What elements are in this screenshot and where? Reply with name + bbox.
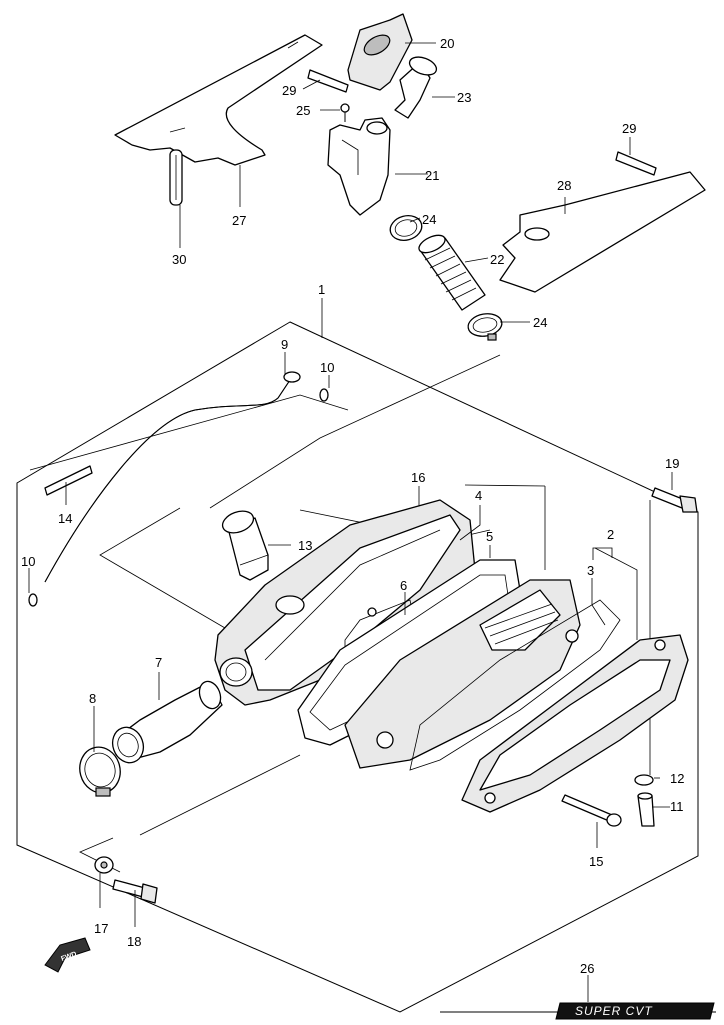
part-21-intake [327,117,391,216]
part-24-clamp-bottom [467,313,503,341]
label-part-11: 11 [670,799,684,814]
part-15-screw [561,794,622,827]
label-part-7: 7 [155,655,162,670]
part-26-decal: SUPER CVT [440,1002,716,1020]
label-part-24-bottom: 24 [533,315,547,330]
part-12-ring [634,774,654,786]
part-17-washer [94,856,114,874]
part-30-clip [169,149,183,206]
label-part-26: 26 [580,961,594,976]
part-3-ring [409,599,621,771]
part-22-bellows [418,234,486,311]
leader-lines [28,42,673,1002]
part-4-filter [344,579,581,769]
part-24-clamp-top [389,215,423,241]
label-part-20: 20 [440,36,454,51]
label-part-29-right: 29 [622,121,636,136]
part-19-bolt [651,487,698,513]
label-part-17: 17 [94,921,108,936]
part-14-strap [44,465,93,496]
part-2-cover [461,634,689,813]
label-part-18: 18 [127,934,141,949]
part-16-case [214,499,476,706]
label-part-23: 23 [457,90,471,105]
label-part-30: 30 [172,252,186,267]
part-28-cover [499,171,706,293]
part-9-hose [44,371,301,583]
label-part-21: 21 [425,168,439,183]
label-part-13: 13 [298,538,312,553]
part-29-strap-right [615,151,657,176]
label-part-22: 22 [490,252,504,267]
label-part-29-top: 29 [282,83,296,98]
part-25-screw [340,103,350,122]
label-part-14: 14 [58,511,72,526]
label-part-24-top: 24 [422,212,436,227]
part-29-strap-top [307,69,349,93]
label-part-1: 1 [318,282,325,297]
part-10-clip-top [319,388,329,402]
part-13-cap [221,510,269,581]
part-18-bolt [112,879,158,904]
part-labels: 1 2 3 4 5 6 7 8 9 10 10 11 12 13 14 15 1… [21,36,684,976]
label-part-4: 4 [475,488,482,503]
label-part-2: 2 [607,527,614,542]
label-part-10-top: 10 [320,360,334,375]
label-part-19: 19 [665,456,679,471]
label-part-16: 16 [411,470,425,485]
part-7-boot [111,680,223,764]
label-part-3: 3 [587,563,594,578]
label-part-9: 9 [281,337,288,352]
forward-arrow-icon: FWD [44,937,91,973]
label-part-25: 25 [296,103,310,118]
part-23-duct [394,56,438,119]
part-10-clip-left [28,593,38,607]
label-part-12: 12 [670,771,684,786]
label-part-27: 27 [232,213,246,228]
label-part-15: 15 [589,854,603,869]
part-27-cover [114,34,323,166]
assembly-outline [16,321,699,1013]
label-part-5: 5 [486,529,493,544]
label-part-6: 6 [400,578,407,593]
label-part-28: 28 [557,178,571,193]
part-20-inlet-cover [347,13,413,91]
label-part-8: 8 [89,691,96,706]
label-part-10-left: 10 [21,554,35,569]
super-cvt-logo-text: SUPER CVT [575,1004,653,1018]
part-11-grommet [637,792,655,827]
